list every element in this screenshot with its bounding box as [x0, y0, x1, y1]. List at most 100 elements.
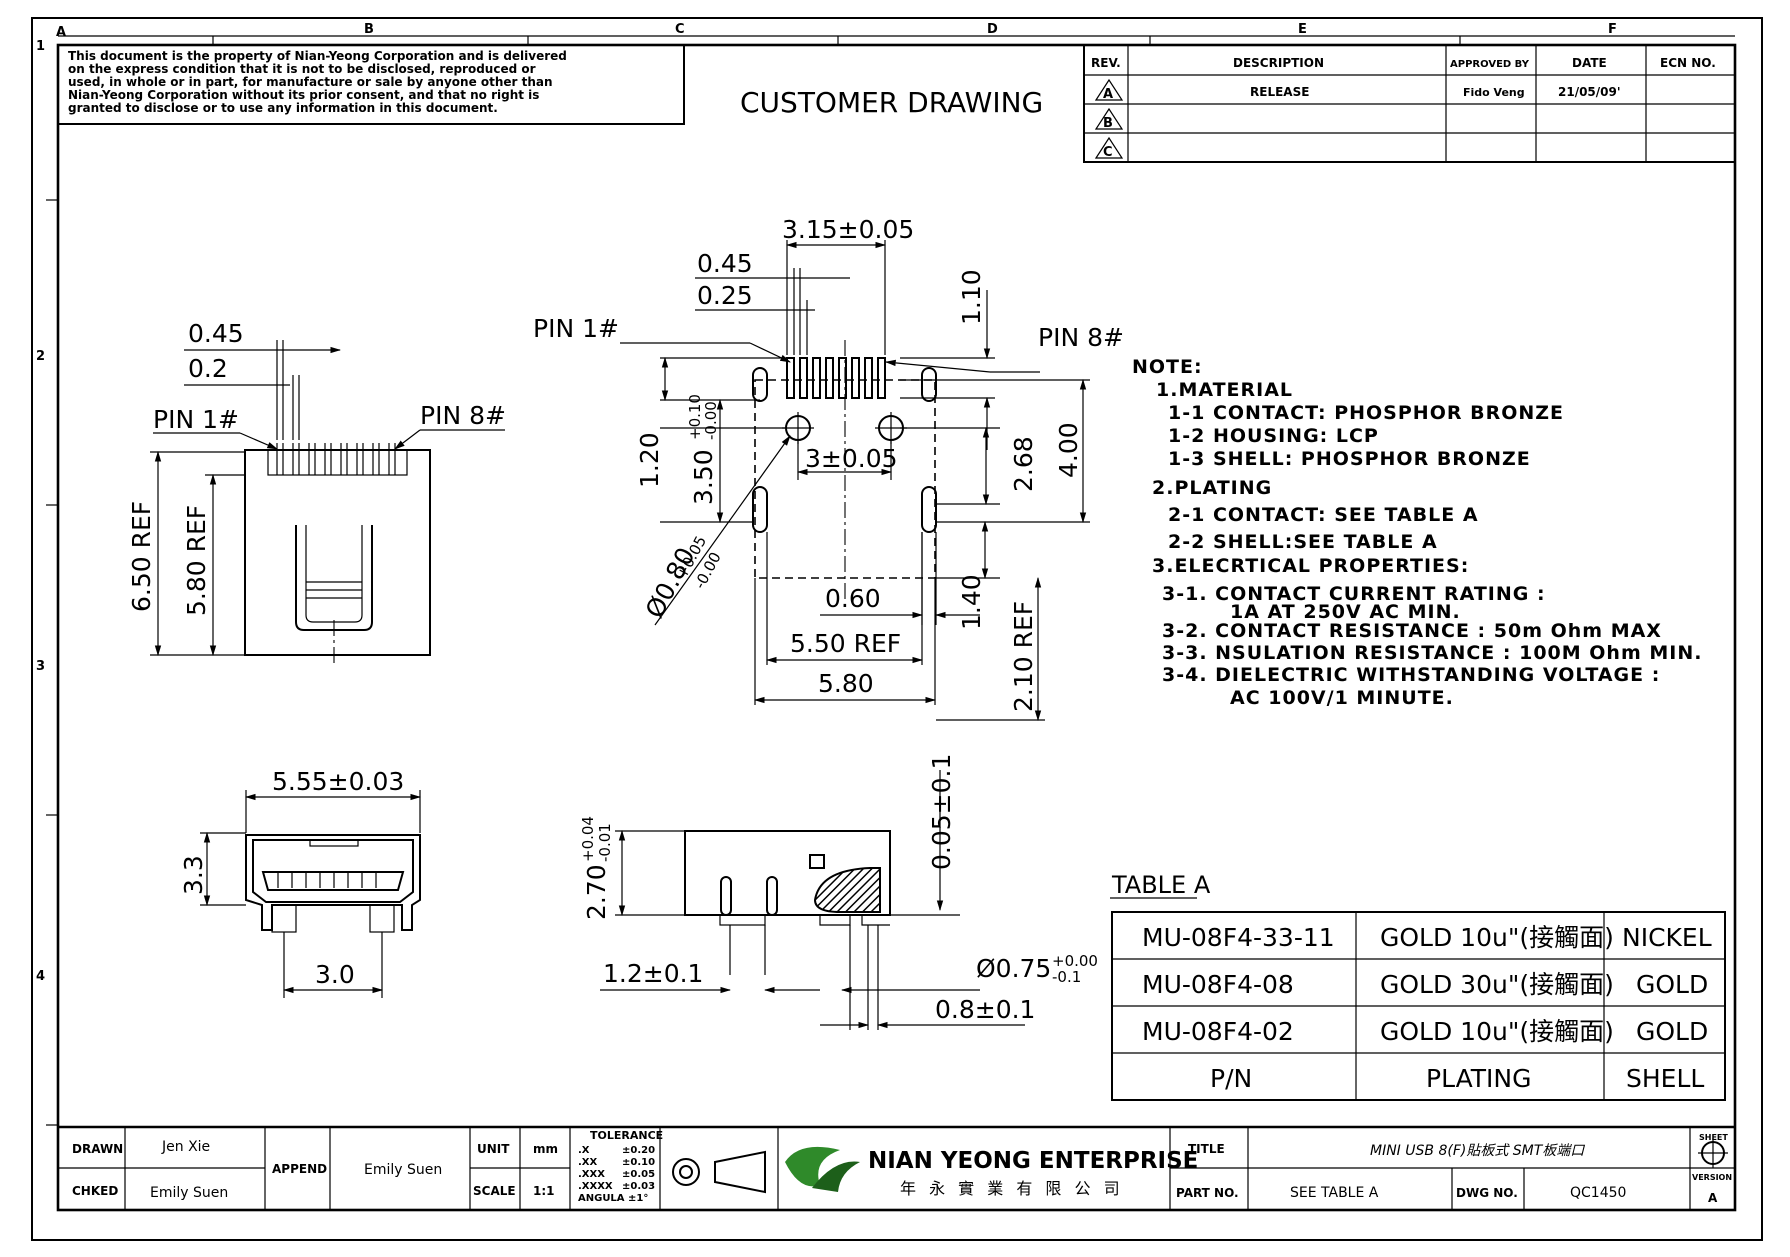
company-name: NIAN YEONG ENTERPRISE	[868, 1148, 1198, 1174]
front-view: 5.55±0.03 3.3 3.0	[179, 767, 422, 998]
rev-approved: Fido Veng	[1463, 86, 1525, 99]
title-block: DRAWN Jen Xie CHKED Emily Suen APPEND Em…	[58, 1125, 1735, 1210]
tol-value: ±0.20	[622, 1145, 655, 1156]
left-dim-02: 0.2	[188, 354, 228, 383]
sheet-border	[31, 17, 1763, 1241]
rev-header-date: DATE	[1572, 56, 1607, 70]
disclaimer-block: This document is the property of Nian-Ye…	[57, 44, 685, 125]
side-dim-075: Ø0.75	[976, 954, 1051, 983]
rev-description: RELEASE	[1250, 85, 1309, 99]
table-a-cell-pn: MU-08F4-08	[1142, 970, 1294, 999]
title-label: TITLE	[1188, 1142, 1225, 1156]
rev-row-c: C	[1094, 136, 1124, 160]
note-line: 2.PLATING	[1152, 477, 1272, 499]
projection-symbol-icon	[672, 1150, 766, 1194]
rev-header-rev: REV.	[1091, 56, 1121, 70]
top-dim-580: 5.80	[818, 669, 874, 698]
col-marker-f: F	[1608, 22, 1617, 37]
part-value: SEE TABLE A	[1290, 1185, 1379, 1201]
top-dim-315: 3.15±0.05	[782, 215, 914, 244]
tol-key: ANGULA	[578, 1193, 625, 1204]
notes-heading: NOTE:	[1132, 356, 1203, 378]
table-a-header-plating: PLATING	[1426, 1064, 1531, 1093]
side-dim-075-tol-dn: -0.1	[1052, 968, 1081, 986]
note-line: 3.ELECRTICAL PROPERTIES:	[1152, 555, 1469, 577]
part-label: PART NO.	[1176, 1186, 1239, 1200]
version-value: A	[1708, 1191, 1718, 1205]
tol-key: .XX	[578, 1157, 598, 1168]
rev-letter: B	[1103, 116, 1113, 131]
table-a-cell-plating: GOLD 10u"(接觸面)	[1380, 923, 1614, 952]
column-markers: A B C D E F	[56, 22, 1617, 40]
table-a-title: TABLE A	[1111, 871, 1211, 899]
revision-table: REV. DESCRIPTION APPROVED BY DATE ECN NO…	[1083, 44, 1736, 163]
note-line: 2-2 SHELL:SEE TABLE A	[1168, 531, 1438, 553]
front-dim-555: 5.55±0.03	[272, 767, 404, 796]
rev-letter: C	[1103, 145, 1113, 160]
rev-row-a: A RELEASE Fido Veng 21/05/09'	[1094, 78, 1621, 102]
checked-value: Emily Suen	[150, 1185, 228, 1201]
top-dim-350-tol-up: +0.10	[686, 394, 704, 440]
drawn-label: DRAWN	[72, 1142, 123, 1156]
disclaimer-line: used, in whole or in part, for manufactu…	[68, 75, 553, 89]
top-dim-045: 0.45	[697, 249, 753, 278]
col-marker-e: E	[1298, 22, 1307, 37]
scale-value: 1:1	[533, 1184, 555, 1198]
table-a-cell-plating: GOLD 10u"(接觸面)	[1380, 1017, 1614, 1046]
append-value: Emily Suen	[364, 1162, 442, 1178]
note-line: 1-1 CONTACT: PHOSPHOR BRONZE	[1168, 402, 1564, 424]
rev-header-description: DESCRIPTION	[1233, 56, 1324, 70]
row-markers: 1 2 3 4	[36, 39, 45, 984]
table-a-header-pn: P/N	[1210, 1064, 1252, 1093]
top-view: 3.15±0.05 0.45 0.25 1.10 PIN 1# PIN 8# 1…	[533, 215, 1124, 722]
disclaimer-line: This document is the property of Nian-Ye…	[68, 49, 567, 63]
title-value: MINI USB 8(F)貼板式 SMT板端口	[1370, 1143, 1585, 1159]
note-line: 1-2 HOUSING: LCP	[1168, 425, 1379, 447]
row-marker-4: 4	[36, 969, 45, 984]
left-dim-045: 0.45	[188, 319, 244, 348]
checked-label: CHKED	[72, 1184, 118, 1198]
dwg-label: DWG NO.	[1456, 1186, 1518, 1200]
note-line: 3-1. CONTACT CURRENT RATING :	[1162, 583, 1546, 605]
top-pin1-label: PIN 1#	[533, 314, 619, 343]
left-pin8-label: PIN 8#	[420, 401, 506, 430]
tol-value: ±0.05	[622, 1169, 655, 1180]
sheet-label: SHEET	[1699, 1133, 1728, 1142]
side-dim-270-tol-dn: -0.01	[596, 823, 614, 862]
rev-date: 21/05/09'	[1558, 85, 1621, 99]
note-line: 3-3. NSULATION RESISTANCE : 100M Ohm MIN…	[1162, 642, 1702, 664]
unit-label: UNIT	[477, 1142, 510, 1156]
table-a-cell-plating: GOLD 30u"(接觸面)	[1380, 970, 1614, 999]
note-line: 1A AT 250V AC MIN.	[1230, 601, 1461, 623]
top-dim-400: 4.00	[1054, 422, 1083, 478]
rev-letter: A	[1103, 87, 1113, 102]
table-a-header-shell: SHELL	[1626, 1064, 1704, 1093]
note-line: 3-2. CONTACT RESISTANCE : 50m Ohm MAX	[1162, 620, 1662, 642]
tol-value: ±0.10	[622, 1157, 655, 1168]
tol-value: ±1°	[628, 1193, 648, 1204]
top-dim-350-tol-dn: -0.00	[702, 401, 720, 440]
top-dim-025: 0.25	[697, 281, 753, 310]
table-a-cell-pn: MU-08F4-33-11	[1142, 923, 1335, 952]
row-marker-2: 2	[36, 349, 45, 364]
left-view: 0.45 0.2 PIN 1# PIN 8# 6.50 REF 5.80 REF	[127, 319, 506, 665]
disclaimer-line: on the express condition that it is not …	[68, 62, 536, 76]
left-dim-580: 5.80 REF	[182, 505, 211, 616]
tol-key: .XXXX	[578, 1181, 613, 1192]
top-dim-3: 3±0.05	[805, 444, 898, 473]
top-dim-140: 1.40	[957, 574, 986, 630]
table-a-cell-shell: NICKEL	[1622, 923, 1712, 952]
rev-header-ecn: ECN NO.	[1660, 56, 1716, 70]
notes-block: NOTE: 1.MATERIAL 1-1 CONTACT: PHOSPHOR B…	[1132, 356, 1702, 709]
col-marker-c: C	[675, 22, 685, 37]
top-dim-060: 0.60	[825, 584, 881, 613]
drawn-value: Jen Xie	[161, 1139, 210, 1155]
rev-row-b: B	[1094, 107, 1124, 131]
left-dim-650: 6.50 REF	[127, 501, 156, 612]
front-dim-33: 3.3	[179, 855, 208, 895]
top-dim-268: 2.68	[1009, 436, 1038, 492]
side-dim-08: 0.8±0.1	[935, 995, 1035, 1024]
side-dim-075-tol-up: +0.00	[1052, 952, 1098, 970]
tolerance-title: TOLERANCE	[590, 1129, 663, 1142]
